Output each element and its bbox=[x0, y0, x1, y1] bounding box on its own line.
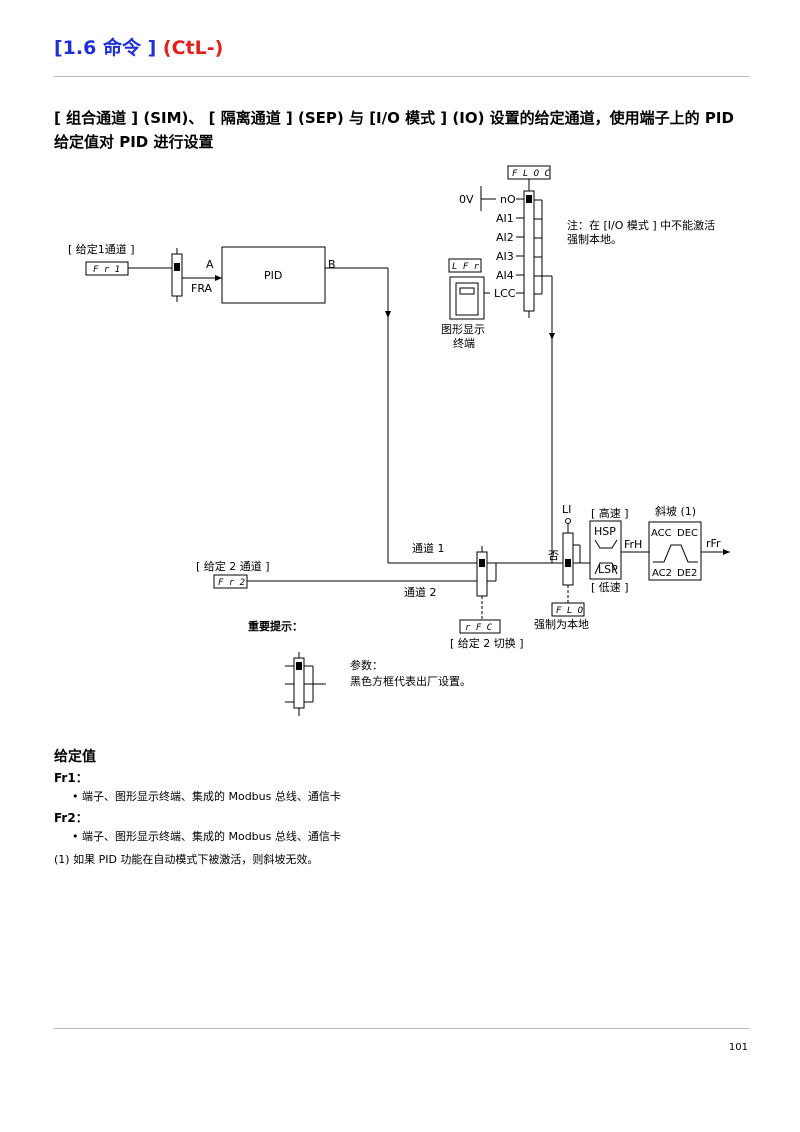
label-b: B bbox=[328, 258, 336, 271]
graphic-terminal-line1: 图形显示 bbox=[441, 323, 485, 336]
dec-label: DEC bbox=[677, 528, 698, 539]
li-label: LI bbox=[562, 503, 571, 516]
important-label: 重要提示： bbox=[248, 619, 303, 633]
lsp-label: LSP bbox=[598, 563, 618, 576]
note-io-line2: 强制本地。 bbox=[567, 232, 622, 246]
ac2-label: AC2 bbox=[652, 568, 672, 579]
ramp-label: 斜坡 (1) bbox=[655, 505, 696, 518]
channel-switch bbox=[476, 551, 488, 597]
page-number: 101 bbox=[728, 1042, 748, 1053]
page-title: [1.6 命令 ] (CtL-) bbox=[54, 33, 223, 60]
subheading: [ 组合通道 ] (SIM)、 [ 隔离通道 ] (SEP) 与 [I/O 模式… bbox=[54, 109, 734, 151]
graphic-terminal-line2: 终端 bbox=[453, 336, 475, 350]
ov-label: 0V bbox=[459, 193, 474, 206]
title-code: (CtL-) bbox=[162, 37, 224, 59]
input-lcc: LCC bbox=[494, 287, 516, 300]
fr1-code: F r 1 bbox=[93, 265, 120, 275]
fr1-switch bbox=[171, 253, 183, 297]
hsp-lsp-limiter bbox=[589, 520, 622, 580]
flo-code-bottom: F L O bbox=[556, 606, 584, 616]
hsp-label: HSP bbox=[594, 525, 616, 538]
lfr-param-box bbox=[448, 258, 482, 273]
input-ai3: AI3 bbox=[496, 250, 514, 263]
frh-label: FrH bbox=[624, 538, 642, 551]
rfc-param-box bbox=[459, 619, 501, 634]
section-title: 给定值 bbox=[54, 749, 96, 765]
pid-label: PID bbox=[264, 269, 282, 282]
flo-param-box bbox=[551, 602, 585, 617]
fr2-heading: Fr2： bbox=[54, 811, 88, 825]
footnote: (1) 如果 PID 功能在自动模式下被激活，则斜坡无效。 bbox=[54, 853, 319, 866]
channel2-label: 通道 2 bbox=[404, 585, 437, 599]
force-local-label: 强制为本地 bbox=[534, 617, 589, 631]
input-ai4: AI4 bbox=[496, 269, 514, 282]
input-selector-switch bbox=[523, 190, 535, 312]
label-a: A bbox=[206, 258, 214, 271]
label-fra: FRA bbox=[191, 282, 213, 295]
no-label: 否 bbox=[548, 549, 559, 562]
rfr-label: rFr bbox=[706, 537, 721, 550]
ref1-channel-label: [ 给定1通道 ] bbox=[68, 242, 135, 256]
header-rule bbox=[54, 76, 750, 77]
fr2-code: F r 2 bbox=[218, 578, 245, 588]
lsp-bracket: [ 低速 ] bbox=[591, 581, 629, 594]
input-no: nO bbox=[500, 193, 516, 206]
footer-rule bbox=[54, 1028, 750, 1029]
acc-label: ACC bbox=[651, 528, 672, 539]
floc-code-top: F L O C bbox=[512, 169, 551, 179]
lfr-code: L F r bbox=[452, 262, 480, 272]
input-ai1: AI1 bbox=[496, 212, 514, 225]
pid-block bbox=[221, 246, 326, 304]
channel1-label: 通道 1 bbox=[412, 541, 445, 555]
note-io-line1: 注：在 [I/O 模式 ] 中不能激活 bbox=[567, 218, 715, 232]
ref2-switch-label: [ 给定 2 切换 ] bbox=[450, 636, 524, 650]
ramp-block bbox=[648, 521, 702, 581]
legend-param-label: 参数： bbox=[350, 658, 383, 672]
reference-channel-diagram: [ 给定1通道 ] F r 1 A FRA PID B 通道 1 F L O C bbox=[68, 165, 730, 716]
fr1-bullet: • 端子、图形显示终端、集成的 Modbus 总线、通信卡 bbox=[72, 790, 341, 803]
legend-text: 黑色方框代表出厂设置。 bbox=[350, 674, 471, 688]
title-main: [1.6 命令 ] bbox=[54, 37, 157, 59]
ref2-channel-label: [ 给定 2 通道 ] bbox=[196, 559, 270, 573]
rfc-code: r F C bbox=[465, 623, 493, 633]
input-ai2: AI2 bbox=[496, 231, 514, 244]
de2-label: DE2 bbox=[677, 568, 697, 579]
hsp-bracket: [ 高速 ] bbox=[591, 506, 629, 520]
fr1-heading: Fr1： bbox=[54, 771, 88, 785]
fr2-bullet: • 端子、图形显示终端、集成的 Modbus 总线、通信卡 bbox=[72, 830, 341, 843]
